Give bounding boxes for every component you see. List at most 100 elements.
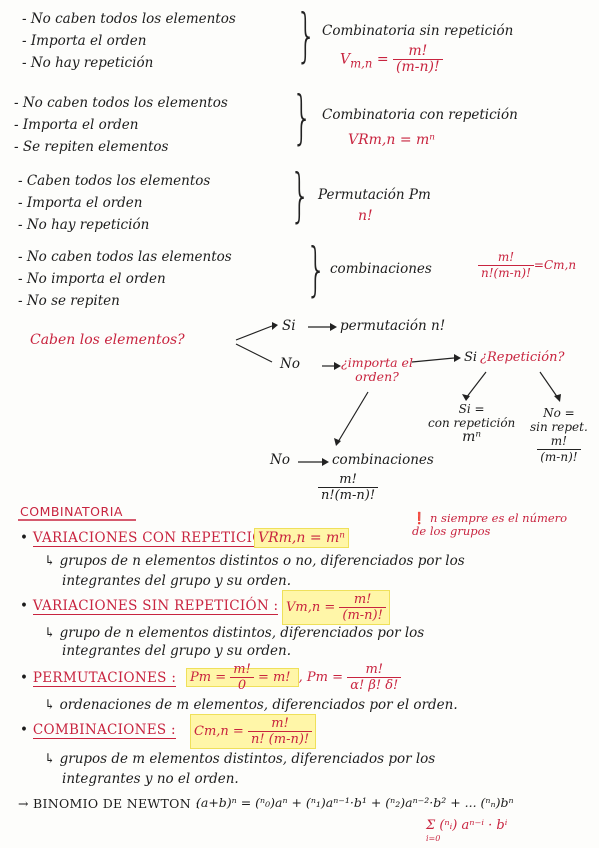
- group-4-name: combinaciones: [330, 261, 432, 277]
- group-3-name: Permutación Pm: [318, 187, 431, 203]
- entry-formula: Pm = m! 0 = m! , Pm = m! α! β! δ!: [186, 662, 402, 693]
- entry-header-text: VARIACIONES CON REPETICIÓN :: [32, 530, 286, 547]
- formula-symbol: V: [340, 51, 351, 68]
- flow-yes-3-formula: mⁿ: [462, 429, 482, 445]
- entry-formula: VRm,n = mⁿ: [254, 528, 349, 548]
- bullet-icon: •: [20, 722, 29, 738]
- entry-header: • COMBINACIONES :: [20, 722, 176, 739]
- exclamation-icon: ❗: [412, 511, 427, 525]
- group-4-items: - No caben todos las elementos - No impo…: [18, 246, 232, 312]
- binomio-sum: Σ (ⁿᵢ) aⁿ⁻ⁱ · bⁱ: [426, 818, 508, 833]
- entry-description-2: integrantes del grupo y su orden.: [62, 643, 292, 659]
- list-item: - Importa el orden: [18, 195, 143, 211]
- entry-header: • PERMUTACIONES :: [20, 670, 177, 687]
- group-3-items: - Caben todos los elementos - Importa el…: [18, 170, 210, 236]
- formula-lhs: Cm,n =: [194, 724, 244, 739]
- flow-yes-3-desc: con repetición: [428, 416, 516, 430]
- fraction-denominator: (m-n)!: [540, 450, 578, 464]
- fraction-numerator: m!: [339, 592, 386, 608]
- group-1-formula: Vm,n = m! (m-n)!: [340, 44, 443, 75]
- group-3-formula: n!: [358, 208, 373, 224]
- binomio-header: → BINOMIO DE NEWTON :: [18, 796, 200, 811]
- entry-description-1: ↳ grupos de n elementos distintos o no, …: [44, 553, 465, 569]
- fraction-denominator: (m-n)!: [342, 608, 383, 623]
- entry-description-2: integrantes y no el orden.: [62, 771, 239, 787]
- formula-subscript: m,n: [350, 56, 373, 71]
- list-item: - Se repiten elementos: [14, 139, 169, 155]
- list-item: - Caben todos los elementos: [18, 173, 211, 189]
- formula-tail: = m!: [257, 670, 291, 685]
- entry-header-text: VARIACIONES SIN REPETICIÓN :: [32, 598, 279, 615]
- entry-description-1: ↳ grupo de n elementos distintos, difere…: [44, 625, 425, 641]
- list-item: - No hay repetición: [22, 55, 154, 71]
- fraction: m! n! (m-n)!: [247, 716, 313, 747]
- flow-no-2: No: [270, 452, 290, 468]
- group-4-formula: m! n!(m-n)! =Cm,n: [478, 250, 576, 281]
- flow-no-3: No = sin repet. m! (m-n)!: [530, 406, 588, 465]
- binomio-formula: (a+b)ⁿ = (ⁿ₀)aⁿ + (ⁿ₁)aⁿ⁻¹·b¹ + (ⁿ₂)aⁿ⁻²…: [196, 795, 514, 810]
- entry-description-1: ↳ ordenaciones de m elementos, diferenci…: [44, 697, 458, 713]
- flow-no-2-formula: m! n!(m-n)!: [318, 472, 379, 503]
- formula-tail: =Cm,n: [533, 258, 577, 272]
- flow-no-3-label: No =: [543, 406, 575, 420]
- fraction-denominator: α! β! δ!: [350, 678, 399, 693]
- fraction-numerator: m!: [247, 716, 313, 732]
- fraction: m! (m-n)!: [339, 592, 386, 623]
- bullet-icon: •: [20, 670, 29, 686]
- entry-description-2: integrantes del grupo y su orden.: [62, 573, 292, 589]
- formula-highlight: Pm = m! 0 = m!: [186, 662, 299, 693]
- list-item: - No caben todos las elementos: [18, 249, 232, 265]
- formula-lhs: Pm =: [190, 670, 227, 685]
- fraction-numerator: m!: [537, 434, 581, 450]
- fraction: m! (m-n)!: [537, 434, 581, 465]
- flow-yes-3-label: Si =: [458, 402, 485, 416]
- fraction-numerator: m!: [318, 472, 379, 488]
- flow-question-1: Caben los elementos?: [30, 332, 185, 348]
- group-1-name: Combinatoria sin repetición: [322, 23, 514, 39]
- list-item: - No caben todos los elementos: [22, 11, 236, 27]
- fraction-denominator: n!(m-n)!: [481, 266, 531, 280]
- group-2-name: Combinatoria con repetición: [322, 107, 518, 123]
- fraction: m! n!(m-n)!: [318, 472, 379, 503]
- list-item: - No caben todos los elementos: [14, 95, 228, 111]
- fraction: m! 0: [230, 662, 254, 693]
- flow-no-1: No: [280, 356, 300, 372]
- formula-2-lhs: , Pm =: [298, 670, 344, 685]
- flow-yes-2: Si: [464, 350, 478, 365]
- section-title: COMBINATORIA: [20, 504, 123, 519]
- section-note: ❗ n siempre es el número de los grupos: [412, 512, 582, 538]
- entry-header: • VARIACIONES SIN REPETICIÓN :: [20, 598, 279, 615]
- list-item: - Importa el orden: [14, 117, 139, 133]
- flow-yes-1: Si: [282, 318, 296, 334]
- binomio-sum-limits: i=0: [426, 834, 441, 843]
- list-item: - Importa el orden: [22, 33, 147, 49]
- brace-icon: }: [296, 1, 317, 69]
- section-note-text: n siempre es el número de los grupos: [412, 511, 568, 538]
- bullet-icon: •: [20, 530, 29, 546]
- entry-header: • VARIACIONES CON REPETICIÓN :: [20, 530, 286, 547]
- fraction-denominator: n!(m-n)!: [321, 488, 376, 503]
- entry-header-text: PERMUTACIONES :: [32, 670, 177, 687]
- group-2-items: - No caben todos los elementos - Importa…: [14, 92, 228, 158]
- entry-description-1: ↳ grupos de m elementos distintos, difer…: [44, 751, 436, 767]
- flow-question-2: ¿importa el orden?: [341, 355, 413, 384]
- fraction-numerator: m!: [230, 662, 254, 678]
- fraction: m! n!(m-n)!: [478, 250, 534, 281]
- flow-no-3-desc: sin repet.: [530, 420, 588, 434]
- entry-header-text: COMBINACIONES :: [32, 722, 176, 739]
- flow-yes-1-result: permutación n!: [340, 318, 446, 334]
- list-item: - No hay repetición: [18, 217, 150, 233]
- list-item: - No importa el orden: [18, 271, 166, 287]
- fraction-denominator: n! (m-n)!: [250, 732, 310, 747]
- brace-icon: }: [290, 161, 311, 229]
- entry-formula: Vm,n = m! (m-n)!: [282, 590, 390, 625]
- fraction: m! α! β! δ!: [347, 662, 402, 693]
- flow-question-3: ¿Repetición?: [480, 350, 565, 365]
- brace-icon: }: [306, 235, 327, 303]
- fraction-numerator: m!: [478, 250, 534, 266]
- entry-formula: Cm,n = m! n! (m-n)!: [190, 714, 317, 749]
- formula-lhs: Vm,n =: [286, 600, 336, 615]
- flow-no-2-result: combinaciones: [332, 452, 434, 468]
- brace-icon: }: [292, 83, 313, 151]
